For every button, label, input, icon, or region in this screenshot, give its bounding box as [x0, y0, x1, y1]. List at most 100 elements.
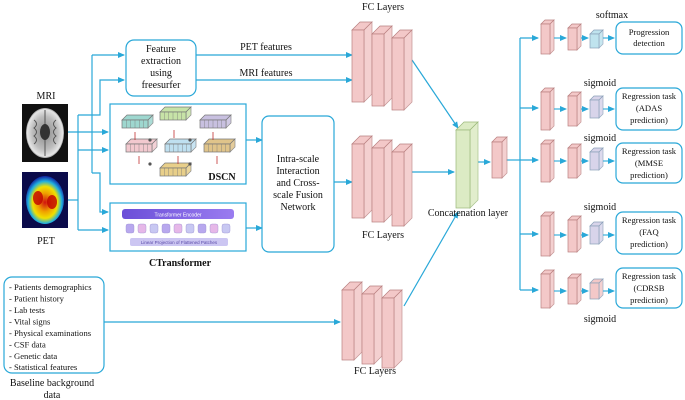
pet-label: PET	[37, 236, 55, 247]
slab-side	[373, 285, 383, 365]
slab-side	[363, 135, 373, 219]
feature-extraction-box: Feature extraction using freesurfer	[125, 39, 197, 97]
slab-side	[549, 211, 555, 257]
slab-front	[540, 23, 551, 55]
fc-layer	[491, 136, 508, 179]
background-item: - Patients demographics	[9, 282, 92, 292]
fusion-line5: Network	[281, 202, 316, 213]
slab-side	[393, 289, 403, 369]
fc-layers-middle	[351, 135, 413, 227]
fc-layer	[361, 285, 383, 365]
fc-layers-top	[351, 21, 413, 111]
slab-front	[567, 95, 578, 127]
dscn-block	[125, 138, 158, 153]
feature-extraction-line3: using	[150, 68, 172, 79]
mri-to-ctransformer-line	[92, 172, 109, 215]
task-line: Regression task	[622, 271, 677, 281]
slab-side	[469, 121, 479, 209]
slab-front	[381, 297, 395, 369]
slab-side	[549, 87, 555, 131]
feature-extraction-line2: extraction	[141, 56, 181, 67]
fc-layer	[341, 281, 363, 361]
task-line: (ADAS	[636, 103, 662, 113]
slab-side	[576, 143, 582, 179]
post-concat-fc	[491, 136, 508, 179]
slab-side	[576, 215, 582, 253]
mri-input: MRI	[22, 91, 68, 162]
head-fc-layer	[540, 139, 555, 183]
background-item: - CSF data	[9, 340, 46, 350]
background-caption-line1: Baseline background	[10, 378, 94, 389]
activation-label: sigmoid	[584, 133, 616, 144]
mri-label: MRI	[37, 91, 56, 102]
linear-projection-text: Linear Projection of Flattened Patches	[141, 240, 218, 245]
pet-hotspot-icon	[33, 191, 43, 205]
slab-front	[540, 143, 551, 183]
output-head-mmse: sigmoid Regression task (MMSE prediction…	[584, 133, 683, 184]
patch-tokens	[125, 223, 231, 234]
patch-token	[197, 223, 207, 234]
fc-layer	[381, 289, 403, 369]
slab-side	[363, 21, 373, 103]
activation-layer	[589, 221, 604, 245]
head-fc-layer	[567, 273, 582, 305]
task-line: (CDRSB	[633, 283, 664, 293]
linear-projection-bar	[130, 238, 228, 246]
patch-token	[221, 223, 231, 234]
slab-front	[351, 143, 365, 219]
slab-side	[353, 281, 363, 361]
feature-extraction-line4: freesurfer	[142, 80, 182, 91]
patch-token	[125, 223, 135, 234]
fc-top-to-concat-arrow	[411, 59, 459, 129]
slab-side	[598, 278, 604, 300]
patch-token	[161, 223, 171, 234]
fc-layer	[371, 139, 393, 223]
activation-layer	[589, 95, 604, 119]
task-box	[615, 21, 683, 55]
slab-front	[455, 129, 471, 209]
fc-layer	[371, 25, 393, 107]
slab-side	[549, 19, 555, 55]
slab-front	[371, 33, 385, 107]
background-item: - Patient history	[9, 294, 65, 304]
slab-front	[540, 215, 551, 257]
slab-front	[371, 147, 385, 223]
fusion-line2: Interaction	[276, 166, 319, 177]
slab-front	[589, 99, 600, 119]
task-line: prediction)	[630, 170, 668, 180]
pet-brain-icon	[26, 176, 64, 224]
task-box	[615, 211, 683, 255]
head-fc-layer	[567, 215, 582, 253]
head-fc-layer	[540, 211, 555, 257]
head-fc-layer	[540, 87, 555, 131]
slab-side	[549, 139, 555, 183]
activation-label: sigmoid	[584, 314, 616, 325]
pet-features-label: PET features	[240, 42, 292, 53]
slab-front	[540, 273, 551, 309]
task-line: prediction)	[630, 239, 668, 249]
slab-front	[391, 37, 405, 111]
background-item: - Vital signs	[9, 317, 51, 327]
fc-layers-bottom-label: FC Layers	[354, 366, 396, 377]
patch-token	[185, 223, 195, 234]
dscn-block	[159, 106, 192, 121]
slab-side	[576, 273, 582, 305]
fc-bottom-to-concat-arrow	[403, 211, 459, 307]
fusion-line1: Intra-scale	[277, 154, 320, 165]
background-item: - Statistical features	[9, 362, 78, 372]
head-fc-layer	[567, 143, 582, 179]
slab-front	[361, 293, 375, 365]
dscn-block	[203, 138, 236, 153]
activation-layer	[589, 147, 604, 171]
concatenation-label: Concatenation layer	[428, 208, 509, 219]
task-box	[615, 267, 683, 309]
patch-token	[209, 223, 219, 234]
patch-token	[137, 223, 147, 234]
fc-layer	[351, 21, 373, 103]
task-line: Progression	[629, 27, 670, 37]
task-line: prediction)	[630, 115, 668, 125]
task-box	[615, 142, 683, 184]
activation-layer	[589, 29, 604, 49]
patch-token	[149, 223, 159, 234]
